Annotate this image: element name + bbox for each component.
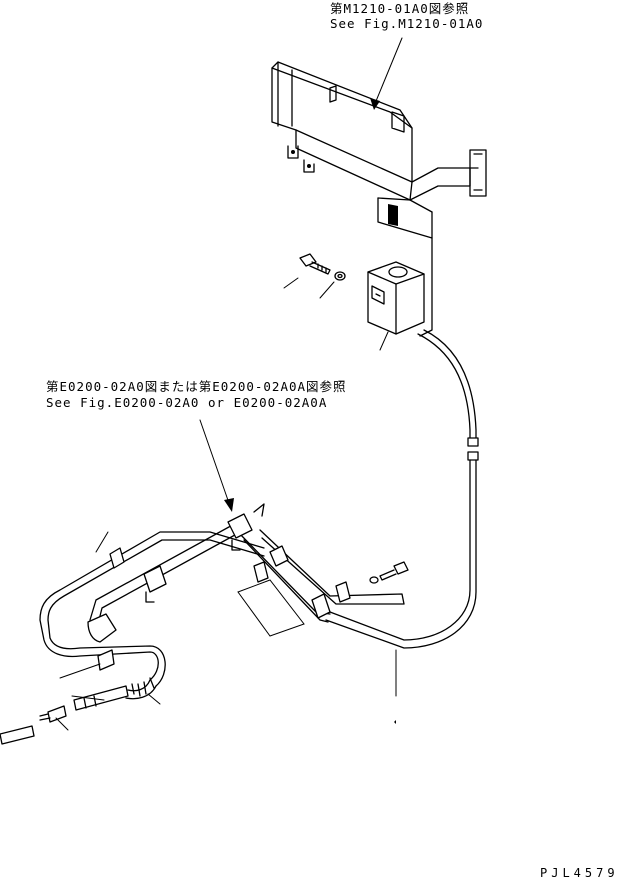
leader-box [379, 331, 389, 351]
cable-upper [419, 237, 433, 337]
clamp-1 [227, 513, 253, 551]
callout-box [237, 579, 305, 637]
junction-box [367, 261, 425, 335]
leader-clamp-9 [59, 663, 101, 679]
corrugated-tube [125, 677, 157, 700]
washer [334, 271, 346, 281]
leader-bolt [283, 277, 299, 289]
clamp-9 [97, 649, 115, 671]
reference-middle-jp: 第E0200-02A0図または第E0200-02A0A図参照 [46, 379, 347, 394]
bolt [299, 253, 331, 275]
leader-clamp-3 [95, 531, 109, 553]
clamp-2 [143, 565, 167, 603]
connector-plug [0, 685, 129, 745]
drawing-code: PJL4579 [540, 866, 619, 880]
reference-middle-en: See Fig.E0200-02A0 or E0200-02A0A [46, 395, 328, 410]
clamp-5 [269, 545, 289, 567]
leader-tube [147, 693, 161, 705]
clamp-3 [109, 547, 125, 569]
clamp-6 [253, 561, 269, 583]
harness-tab [253, 503, 265, 517]
clamp-7 [335, 581, 351, 603]
mounting-bracket [271, 61, 487, 239]
leader-connector [55, 717, 69, 731]
reference-leader-middle [199, 419, 231, 507]
reference-top-en: See Fig.M1210-01A0 [330, 16, 484, 31]
reference-top-jp: 第M1210-01A0図参照 [330, 1, 470, 16]
harness-loop [39, 521, 405, 687]
harness-cable-right [325, 329, 479, 649]
harness-bolt [369, 561, 409, 584]
leader-washer [319, 281, 335, 299]
reference-leader-top [373, 37, 403, 107]
clamp-8 [311, 593, 331, 619]
clamp-4 [87, 613, 117, 643]
leader-plug [71, 695, 105, 701]
